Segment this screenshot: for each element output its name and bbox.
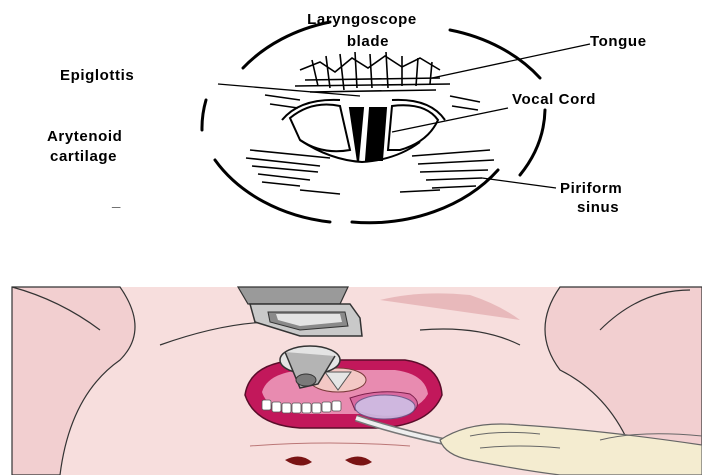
tongue-leader xyxy=(432,44,590,78)
open-mouth xyxy=(245,360,442,428)
dash-mark: _ xyxy=(111,193,121,210)
epiglottis-label: Epiglottis xyxy=(60,67,134,84)
vocal-cord-leader xyxy=(392,108,508,132)
laryngoscopic-view: Laryngoscope blade Tongue Epiglottis Voc… xyxy=(47,11,647,223)
glottis xyxy=(282,100,445,162)
laryngoscope-blade-label-line1: Laryngoscope xyxy=(307,11,417,28)
piriform-leader xyxy=(482,178,556,188)
piriform-label-line1: Piriform xyxy=(560,180,622,197)
laryngoscope-blade-label-line2: blade xyxy=(347,33,389,50)
arytenoid-label-line1: Arytenoid xyxy=(47,128,122,145)
intubation-illustration xyxy=(12,287,702,475)
piriform-label-line2: sinus xyxy=(577,199,619,216)
arytenoid-label-line2: cartilage xyxy=(50,148,117,165)
tongue-label: Tongue xyxy=(590,33,647,50)
vocal-cord-label: Vocal Cord xyxy=(512,91,596,108)
